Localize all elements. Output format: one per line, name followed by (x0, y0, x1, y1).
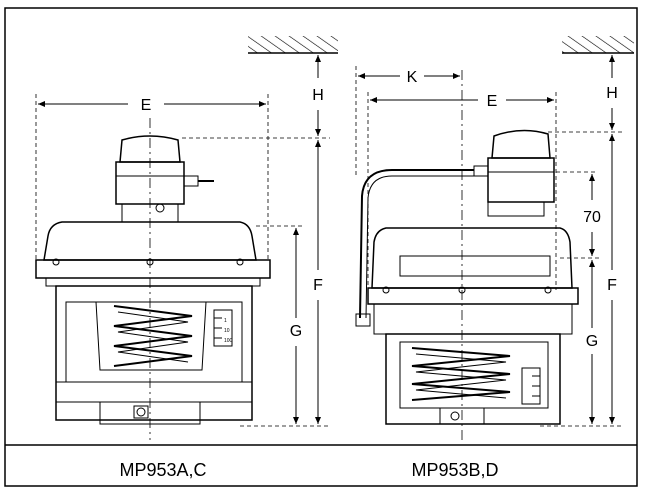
ceiling-hatch-right (562, 36, 634, 53)
dim-label-F-right: F (607, 277, 617, 294)
ceiling-hatch-left (248, 36, 338, 53)
dim-label-G-left: G (290, 323, 302, 340)
dim-label-H-left: H (312, 87, 324, 104)
left-actuator-view: E H F G (35, 36, 338, 440)
spring-left (113, 305, 193, 367)
motor-head-right (487, 157, 555, 203)
spring-cage-right (385, 333, 561, 425)
scale-tick-10: 10 (224, 328, 230, 334)
scale-tick-1: 1 (224, 318, 227, 324)
upper-housing-right (371, 227, 573, 289)
scale-tick-100: 100 (224, 338, 233, 344)
dim-label-K-right: K (407, 69, 418, 86)
spring-right (411, 347, 511, 401)
dim-label-E-left: E (141, 97, 152, 114)
dim-label-G-right: G (586, 333, 598, 350)
caption-left: MP953A,C (119, 460, 206, 480)
spring-cage-left (55, 285, 253, 421)
outer-frame (4, 7, 638, 487)
flange-right (367, 287, 579, 305)
caption-right: MP953B,D (411, 460, 498, 480)
conduit-pipe (359, 169, 474, 319)
dim-label-F-left: F (313, 277, 323, 294)
right-actuator-view: K E H 70 F G (355, 36, 634, 440)
dim-label-H-right: H (606, 85, 618, 102)
dim-label-70-right: 70 (583, 209, 601, 226)
dim-label-E-right: E (487, 93, 498, 110)
